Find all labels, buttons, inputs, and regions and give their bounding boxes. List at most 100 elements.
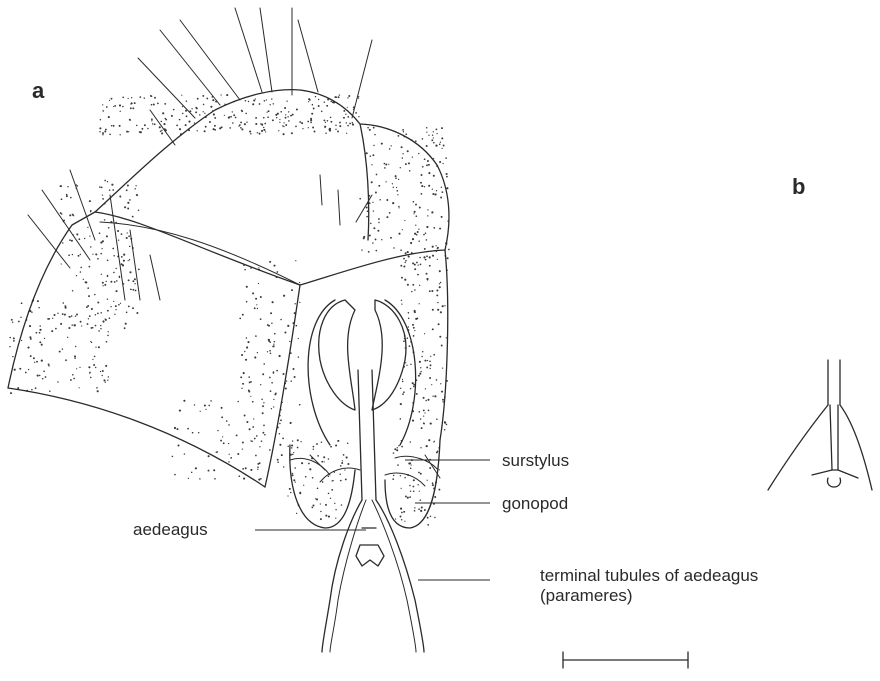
stipple-dot: [195, 107, 197, 109]
stipple-dot: [121, 256, 123, 258]
stipple-dot: [197, 98, 199, 100]
stipple-dot: [138, 210, 139, 211]
stipple-dot: [428, 135, 429, 136]
gonopod-lobes: [290, 440, 440, 528]
stipple-dot: [208, 405, 210, 407]
stipple-dot: [191, 108, 192, 109]
stipple-dot: [290, 115, 292, 117]
stipple-dot: [299, 492, 301, 494]
stipple-dot: [177, 444, 179, 446]
stipple-dot: [372, 242, 374, 244]
stipple-dot: [404, 477, 406, 479]
stipple-dot: [414, 264, 416, 266]
stipple-dot: [410, 364, 411, 365]
stipple-dot: [76, 368, 77, 369]
stipple-dot: [242, 448, 243, 449]
stipple-dot: [134, 283, 135, 284]
stipple-dot: [96, 387, 98, 389]
stipple-dot: [205, 409, 206, 410]
stipple-dot: [431, 139, 433, 141]
stipple-dot: [107, 299, 108, 300]
stipple-dot: [256, 435, 258, 437]
stipple-dot: [238, 475, 240, 477]
stipple-dot: [403, 258, 405, 260]
stipple-dot: [67, 186, 68, 187]
stipple-dot: [199, 114, 200, 115]
stipple-dot: [440, 383, 441, 384]
stipple-dot: [254, 356, 256, 358]
stipple-dot: [346, 456, 348, 458]
stipple-dot: [415, 204, 417, 206]
stipple-dot: [160, 130, 162, 132]
stipple-dot: [413, 213, 414, 214]
stipple-dot: [418, 229, 419, 230]
stipple-dot: [255, 298, 257, 300]
stipple-dot: [105, 129, 107, 131]
stipple-dot: [379, 199, 381, 201]
stipple-dot: [428, 185, 430, 187]
stipple-dot: [139, 96, 141, 98]
stipple-dot: [284, 107, 286, 109]
stipple-dot: [292, 114, 294, 116]
stipple-dot: [228, 461, 230, 463]
stipple-dot: [35, 387, 37, 389]
stipple-dot: [113, 272, 115, 274]
stipple-dot: [127, 184, 129, 186]
stipple-dot: [121, 233, 123, 235]
stipple-dot: [72, 290, 74, 292]
stipple-dot: [290, 380, 292, 382]
stipple-dot: [127, 208, 129, 210]
label-gonopod: gonopod: [502, 494, 568, 514]
stipple-dot: [235, 117, 237, 119]
stipple-dot: [420, 193, 422, 195]
stipple-dot: [293, 452, 294, 453]
stipple-dot: [334, 96, 336, 98]
stipple-dot: [198, 432, 199, 433]
stipple-dot: [233, 114, 235, 116]
stipple-dot: [72, 374, 74, 376]
stipple-dot: [90, 246, 91, 247]
scale-bar: [563, 652, 688, 668]
stipple-dot: [439, 336, 441, 338]
stipple-dot: [273, 371, 274, 372]
stipple-dot: [116, 268, 117, 269]
stipple-dot: [429, 290, 431, 292]
stipple-dot: [438, 489, 440, 491]
stipple-dot: [412, 262, 414, 264]
stipple-dot: [412, 284, 414, 286]
stipple-dot: [186, 100, 188, 102]
stipple-dot: [39, 375, 40, 376]
stipple-dot: [405, 260, 407, 262]
stipple-dot: [163, 123, 165, 125]
stipple-dot: [107, 259, 109, 261]
stipple-dot: [282, 125, 284, 127]
stipple-dot: [246, 337, 248, 339]
stipple-dot: [48, 365, 50, 367]
stipple-dot: [323, 461, 324, 462]
stipple-dot: [400, 418, 402, 420]
stipple-dot: [129, 259, 130, 260]
stipple-dot: [154, 123, 156, 125]
stipple-dot: [442, 401, 444, 403]
stipple-dot: [245, 467, 247, 469]
stipple-dot: [114, 281, 116, 283]
stipple-dot: [134, 278, 136, 280]
stipple-dot: [36, 361, 38, 363]
stipple-dot: [335, 444, 337, 446]
stipple-dot: [10, 392, 12, 394]
stipple-dot: [430, 368, 431, 369]
stipple-dot: [122, 264, 124, 266]
stipple-dot: [60, 323, 62, 325]
stipple-dot: [204, 113, 205, 114]
stipple-dot: [286, 380, 287, 381]
stipple-dot: [49, 390, 51, 392]
stipple-dot: [313, 448, 314, 449]
stipple-dot: [418, 472, 420, 474]
stipple-dot: [33, 357, 35, 359]
stipple-dot: [261, 130, 263, 132]
stipple-dot: [80, 321, 82, 323]
stipple-dot: [331, 489, 333, 491]
stipple-dot: [265, 131, 266, 132]
stipple-dot: [282, 438, 284, 440]
stipple-dot: [398, 233, 400, 235]
